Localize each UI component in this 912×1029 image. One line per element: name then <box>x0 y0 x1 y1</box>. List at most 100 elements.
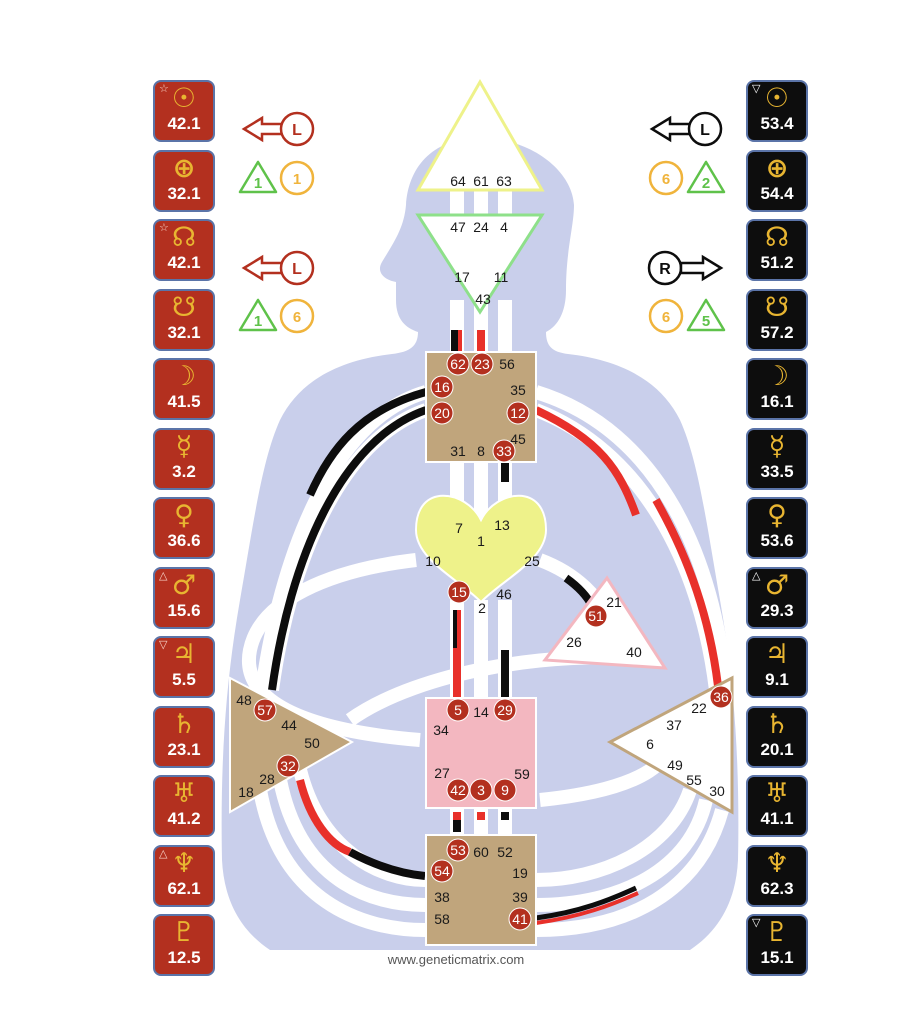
planet-card-venus[interactable]: ♀36.6 <box>153 497 215 559</box>
gate-20[interactable]: 20 <box>434 405 450 421</box>
gate-13[interactable]: 13 <box>494 517 510 533</box>
planet-card-moon[interactable]: ☽16.1 <box>746 358 808 420</box>
gate-59[interactable]: 59 <box>514 766 530 782</box>
planet-card-north-node[interactable]: ☆☊42.1 <box>153 219 215 281</box>
gate-46[interactable]: 46 <box>496 586 512 602</box>
gate-27[interactable]: 27 <box>434 765 450 781</box>
planet-card-sun[interactable]: ☆☉42.1 <box>153 80 215 142</box>
g-center[interactable] <box>414 494 548 604</box>
gate-7[interactable]: 7 <box>455 520 463 536</box>
gate-53[interactable]: 53 <box>450 842 466 858</box>
gate-26[interactable]: 26 <box>566 634 582 650</box>
gate-32[interactable]: 32 <box>280 758 296 774</box>
gate-21[interactable]: 21 <box>606 594 622 610</box>
planet-card-uranus[interactable]: ♅41.1 <box>746 775 808 837</box>
gate-4[interactable]: 4 <box>500 219 508 235</box>
gate-18[interactable]: 18 <box>238 784 254 800</box>
gate-33[interactable]: 33 <box>496 443 512 459</box>
gate-58[interactable]: 58 <box>434 911 450 927</box>
gate-50[interactable]: 50 <box>304 735 320 751</box>
gate-28[interactable]: 28 <box>259 771 275 787</box>
ajna-center[interactable] <box>415 213 545 315</box>
gate-40[interactable]: 40 <box>626 644 642 660</box>
gate-37[interactable]: 37 <box>666 717 682 733</box>
planet-card-moon[interactable]: ☽41.5 <box>153 358 215 420</box>
planet-card-neptune[interactable]: △♆62.1 <box>153 844 215 907</box>
gate-38[interactable]: 38 <box>434 889 450 905</box>
gate-34[interactable]: 34 <box>433 722 449 738</box>
planet-card-jupiter[interactable]: ♃9.1 <box>746 636 808 698</box>
gate-23[interactable]: 23 <box>474 356 490 372</box>
gate-9[interactable]: 9 <box>501 782 509 798</box>
planet-gate-value: 62.3 <box>760 878 794 898</box>
active-gate-dot <box>469 778 493 802</box>
gate-57[interactable]: 57 <box>257 702 273 718</box>
gate-3[interactable]: 3 <box>477 782 485 798</box>
solar-plexus-center[interactable] <box>606 675 734 815</box>
planet-card-south-node[interactable]: ☋32.1 <box>153 288 215 351</box>
gate-14[interactable]: 14 <box>473 704 489 720</box>
gate-19[interactable]: 19 <box>512 865 528 881</box>
gate-55[interactable]: 55 <box>686 772 702 788</box>
gate-43[interactable]: 43 <box>475 291 491 307</box>
gate-10[interactable]: 10 <box>425 553 441 569</box>
planet-card-pluto[interactable]: ♇12.5 <box>153 914 215 976</box>
defined-channels <box>268 330 722 925</box>
gate-48[interactable]: 48 <box>236 692 252 708</box>
gate-31[interactable]: 31 <box>450 443 466 459</box>
planet-card-saturn[interactable]: ♄23.1 <box>153 705 215 768</box>
gate-44[interactable]: 44 <box>281 717 297 733</box>
planet-card-jupiter[interactable]: ▽♃5.5 <box>153 636 215 698</box>
sun-icon: ☉ <box>171 83 197 114</box>
gate-30[interactable]: 30 <box>709 783 725 799</box>
gate-52[interactable]: 52 <box>497 844 513 860</box>
gate-63[interactable]: 63 <box>496 173 512 189</box>
head-center[interactable] <box>415 78 545 192</box>
gate-22[interactable]: 22 <box>691 700 707 716</box>
gate-64[interactable]: 64 <box>450 173 466 189</box>
gate-25[interactable]: 25 <box>524 553 540 569</box>
gate-36[interactable]: 36 <box>713 689 729 705</box>
gate-12[interactable]: 12 <box>510 405 526 421</box>
gate-8[interactable]: 8 <box>477 443 485 459</box>
gate-16[interactable]: 16 <box>434 379 450 395</box>
planet-card-north-node[interactable]: ☊51.2 <box>746 219 808 281</box>
gate-5[interactable]: 5 <box>454 702 462 718</box>
gate-61[interactable]: 61 <box>473 173 489 189</box>
gate-35[interactable]: 35 <box>510 382 526 398</box>
gate-60[interactable]: 60 <box>473 844 489 860</box>
planet-card-mercury[interactable]: ☿33.5 <box>746 427 808 490</box>
gate-17[interactable]: 17 <box>454 269 470 285</box>
planet-card-mars[interactable]: △♂15.6 <box>153 566 215 629</box>
gate-45[interactable]: 45 <box>510 431 526 447</box>
triangle-down-icon: ▽ <box>159 638 168 651</box>
planet-card-saturn[interactable]: ♄20.1 <box>746 705 808 768</box>
planet-card-mars[interactable]: △♂29.3 <box>746 566 808 629</box>
planet-card-pluto[interactable]: ▽♇15.1 <box>746 914 808 976</box>
gate-56[interactable]: 56 <box>499 356 515 372</box>
planet-card-mercury[interactable]: ☿3.2 <box>153 427 215 490</box>
gate-15[interactable]: 15 <box>451 584 467 600</box>
planet-card-neptune[interactable]: ♆62.3 <box>746 844 808 907</box>
planet-card-earth[interactable]: ⊕32.1 <box>153 149 215 212</box>
gate-39[interactable]: 39 <box>512 889 528 905</box>
planet-card-south-node[interactable]: ☋57.2 <box>746 288 808 351</box>
gate-47[interactable]: 47 <box>450 219 466 235</box>
gate-2[interactable]: 2 <box>478 600 486 616</box>
planet-card-sun[interactable]: ▽☉53.4 <box>746 80 808 142</box>
root-center[interactable] <box>425 834 537 946</box>
gate-11[interactable]: 11 <box>494 269 509 285</box>
gate-24[interactable]: 24 <box>473 219 489 235</box>
gate-51[interactable]: 51 <box>588 608 604 624</box>
gate-1[interactable]: 1 <box>477 533 485 549</box>
planet-card-uranus[interactable]: ♅41.2 <box>153 775 215 837</box>
gate-42[interactable]: 42 <box>450 782 466 798</box>
gate-54[interactable]: 54 <box>434 863 450 879</box>
gate-29[interactable]: 29 <box>497 702 513 718</box>
gate-62[interactable]: 62 <box>450 356 466 372</box>
gate-6[interactable]: 6 <box>646 736 654 752</box>
gate-49[interactable]: 49 <box>667 757 683 773</box>
planet-card-venus[interactable]: ♀53.6 <box>746 497 808 559</box>
planet-card-earth[interactable]: ⊕54.4 <box>746 149 808 212</box>
gate-41[interactable]: 41 <box>512 911 528 927</box>
